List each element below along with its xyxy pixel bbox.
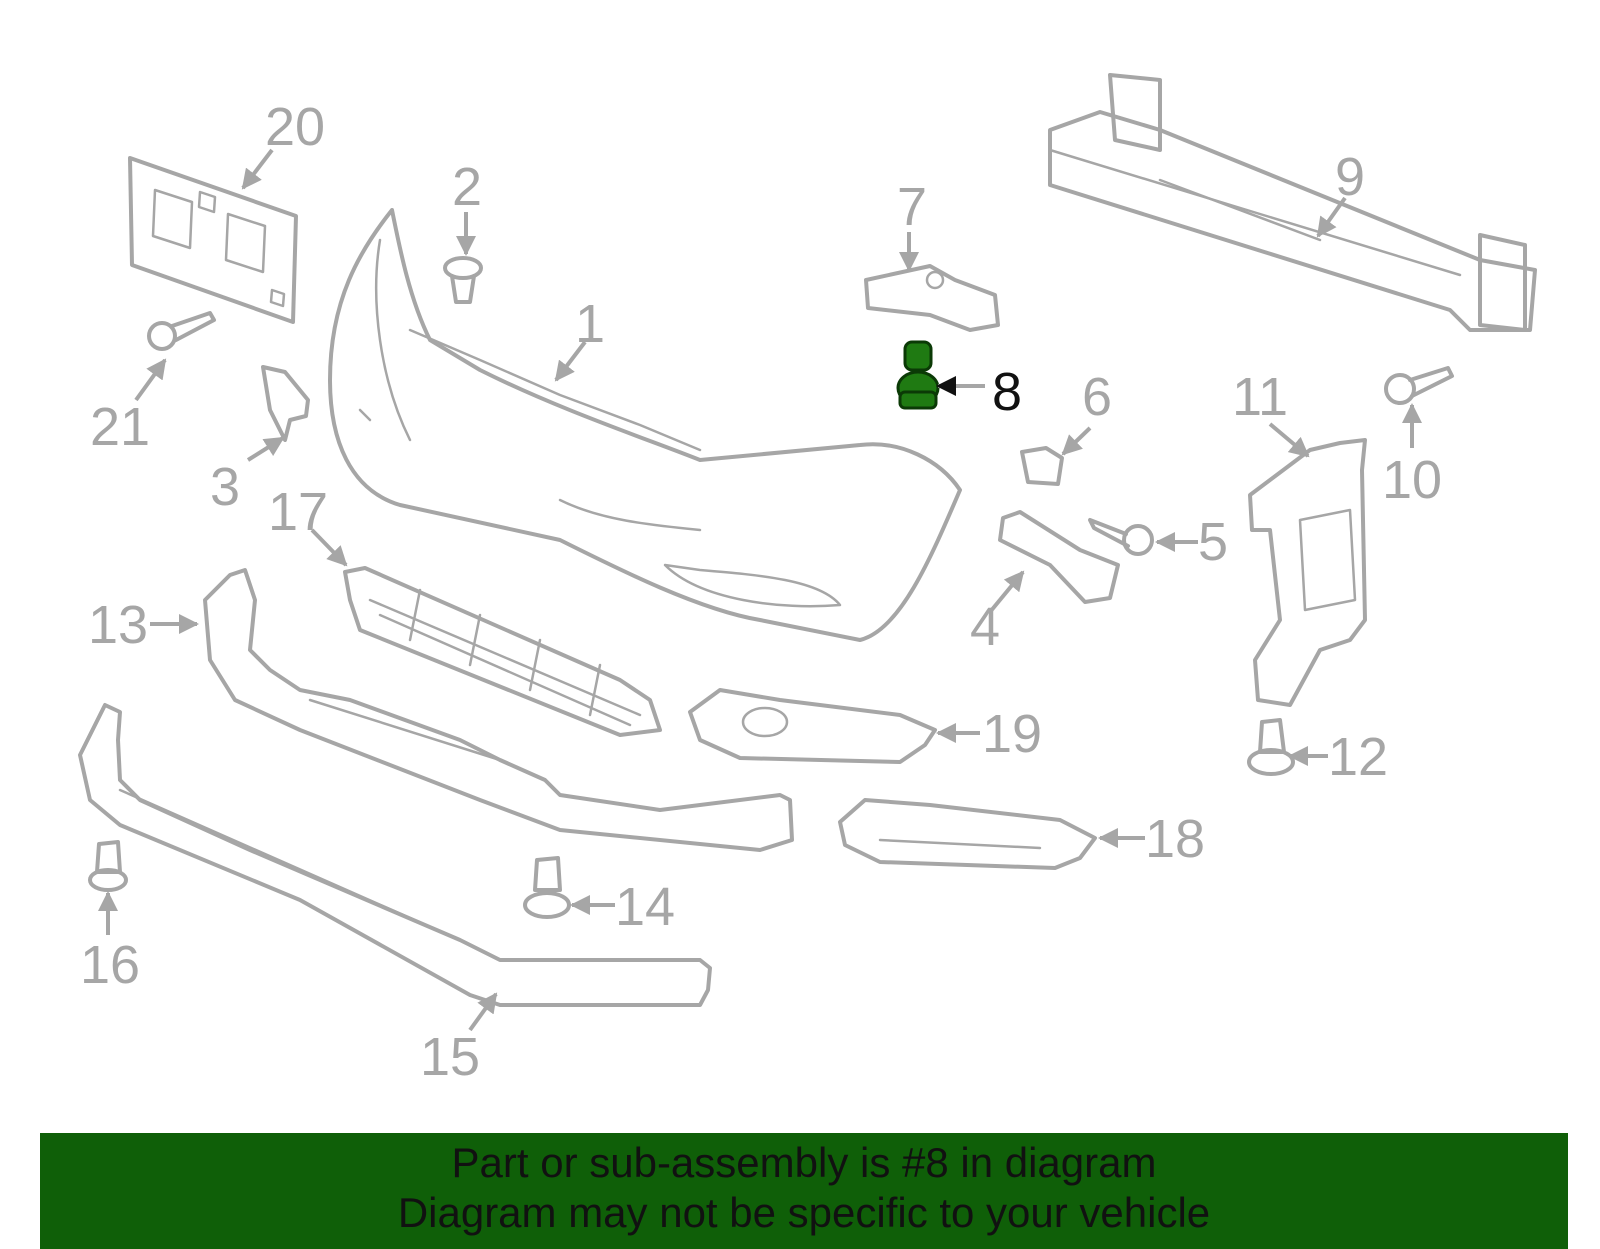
part-2-clip[interactable] bbox=[443, 256, 483, 304]
part-13-grille-frame[interactable] bbox=[203, 568, 794, 852]
parts-diagram: 20 2 1 21 3 7 8 9 10 6 11 5 4 17 13 19 1… bbox=[78, 73, 1537, 1087]
label-13: 13 bbox=[88, 595, 148, 655]
banner-line-part: Part or sub-assembly is #8 in diagram bbox=[451, 1139, 1157, 1186]
label-16: 16 bbox=[80, 935, 140, 995]
part-17-lower-grille[interactable] bbox=[343, 566, 662, 737]
part-6-clip[interactable] bbox=[1020, 446, 1064, 486]
label-5: 5 bbox=[1198, 512, 1228, 572]
part-3-bracket[interactable] bbox=[261, 365, 310, 442]
part-20-license-bracket[interactable] bbox=[128, 156, 298, 324]
banner-line-disclaimer: Diagram may not be specific to your vehi… bbox=[397, 1189, 1211, 1236]
label-14: 14 bbox=[615, 877, 675, 937]
part-7-bracket[interactable] bbox=[864, 264, 1000, 332]
part-18-fog-trim[interactable] bbox=[838, 798, 1097, 870]
label-8: 8 bbox=[992, 362, 1022, 422]
part-9-reinforcement-beam[interactable] bbox=[1048, 73, 1537, 332]
part-4-bracket[interactable] bbox=[998, 510, 1120, 604]
part-21-screw[interactable] bbox=[147, 311, 216, 351]
label-21: 21 bbox=[90, 397, 150, 457]
label-1: 1 bbox=[575, 294, 605, 354]
label-3: 3 bbox=[210, 457, 240, 517]
label-2: 2 bbox=[452, 157, 482, 217]
part-11-side-bracket[interactable] bbox=[1248, 438, 1367, 707]
part-19-fog-trim[interactable] bbox=[688, 688, 937, 764]
part-12-clip[interactable] bbox=[1247, 718, 1295, 776]
label-12: 12 bbox=[1328, 727, 1388, 787]
label-6: 6 bbox=[1082, 367, 1112, 427]
label-7: 7 bbox=[897, 177, 927, 237]
callout-labels: 20 2 1 21 3 7 8 9 10 6 11 5 4 17 13 19 1… bbox=[80, 97, 1442, 1087]
part-14-clip[interactable] bbox=[523, 856, 571, 919]
label-19: 19 bbox=[982, 704, 1042, 764]
label-17: 17 bbox=[268, 482, 328, 542]
label-9: 9 bbox=[1335, 147, 1365, 207]
leader-lines bbox=[98, 148, 1422, 1032]
label-15: 15 bbox=[420, 1027, 480, 1087]
part-16-clip[interactable] bbox=[88, 840, 128, 892]
part-10-bolt[interactable] bbox=[1384, 366, 1454, 405]
info-banner: Part or sub-assembly is #8 in diagram Di… bbox=[40, 1133, 1568, 1249]
part-8-grommet[interactable] bbox=[896, 340, 940, 410]
label-20: 20 bbox=[265, 97, 325, 157]
part-1-bumper-cover[interactable] bbox=[328, 208, 962, 642]
part-15-lower-spoiler[interactable] bbox=[78, 703, 712, 1007]
label-11: 11 bbox=[1232, 367, 1288, 427]
label-10: 10 bbox=[1382, 450, 1442, 510]
label-18: 18 bbox=[1145, 809, 1205, 869]
part-5-screw[interactable] bbox=[1088, 518, 1154, 556]
label-4: 4 bbox=[970, 597, 1000, 657]
